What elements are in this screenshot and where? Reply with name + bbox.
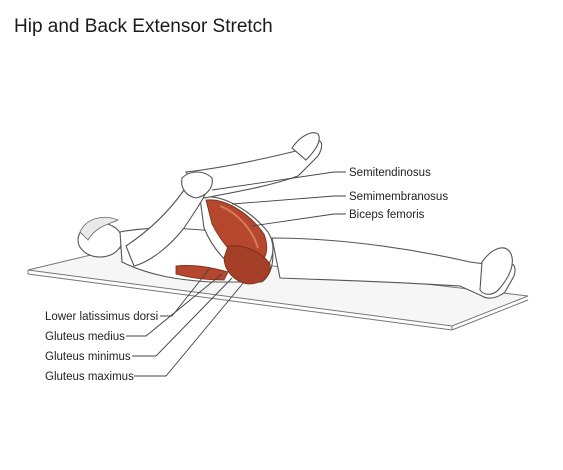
label-gluteus-maximus: Gluteus maximus xyxy=(45,371,134,383)
leader-line-semimembranosus xyxy=(231,195,346,205)
label-biceps-femoris: Biceps femoris xyxy=(349,209,425,221)
leader-line-biceps-femoris xyxy=(251,213,346,227)
bent-shin xyxy=(185,140,323,199)
latissimus-muscle xyxy=(175,265,229,281)
leader-line-lower-latissimus xyxy=(160,267,211,317)
label-semitendinosus: Semitendinosus xyxy=(349,167,431,179)
page-title: Hip and Back Extensor Stretch xyxy=(14,16,273,37)
extended-leg xyxy=(271,237,516,299)
hands xyxy=(181,171,213,199)
bent-foot xyxy=(291,132,320,161)
label-lower-latissimus-dorsi: Lower latissimus dorsi xyxy=(45,311,159,323)
mat-edge xyxy=(27,273,453,331)
extended-foot xyxy=(479,247,513,295)
leader-line-semitendinosus xyxy=(211,171,346,191)
gluteal-muscles xyxy=(223,245,271,285)
leader-line-gluteus-medius xyxy=(126,273,223,337)
hair xyxy=(79,216,119,241)
hamstring-highlight xyxy=(219,205,259,249)
label-gluteus-medius: Gluteus medius xyxy=(45,331,125,343)
leader-line-gluteus-minimus xyxy=(132,277,233,357)
leader-line-gluteus-maximus xyxy=(134,281,245,377)
mat-edge xyxy=(451,299,529,331)
label-semimembranosus: Semimembranosus xyxy=(349,191,449,203)
label-gluteus-minimus: Gluteus minimus xyxy=(45,351,131,363)
